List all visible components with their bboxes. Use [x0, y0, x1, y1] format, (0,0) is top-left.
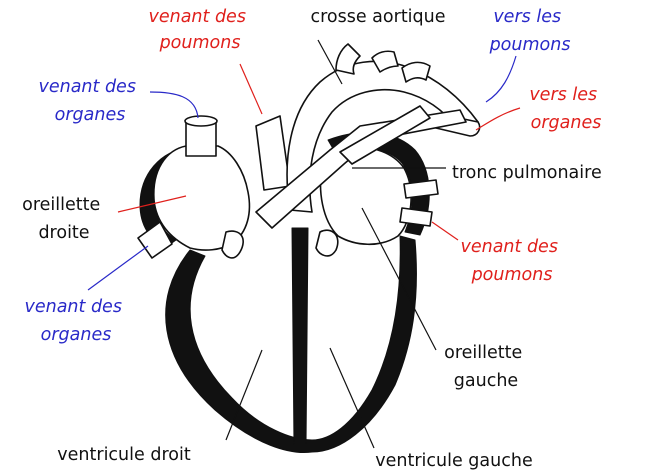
label-vers-organes: vers les organes	[529, 85, 602, 133]
leader-vers-organes	[476, 108, 520, 130]
label-venant-poumons-top-line1: venant des	[148, 7, 245, 27]
leader-venant-organes-bottom	[88, 246, 148, 290]
label-venant-poumons-right-line2: poumons	[471, 265, 553, 285]
label-vers-poumons-line2: poumons	[489, 35, 571, 55]
label-venant-organes-top-line1: venant des	[38, 77, 135, 97]
leader-venant-poumons-right	[432, 222, 458, 240]
label-ventricule-gauche: ventricule gauche	[375, 451, 532, 470]
label-venant-poumons-right: venant des poumons	[460, 237, 563, 285]
label-venant-organes-bottom: venant des organes	[24, 297, 127, 345]
tricuspid-valve	[222, 231, 243, 258]
mitral-valve	[316, 230, 338, 256]
leader-venant-organes-top	[150, 92, 198, 118]
septum	[292, 228, 308, 445]
label-oreillette-gauche-line2: gauche	[454, 371, 518, 391]
leader-vers-poumons	[486, 56, 516, 102]
labels: venant des poumons crosse aortique vers …	[22, 7, 603, 470]
label-oreillette-droite: oreillette droite	[22, 195, 106, 243]
label-vers-poumons: vers les poumons	[489, 7, 571, 55]
label-vers-organes-line2: organes	[531, 113, 602, 133]
label-ventricule-droit: ventricule droit	[57, 445, 191, 465]
label-venant-organes-bottom-line1: venant des	[24, 297, 121, 317]
leader-venant-poumons-top	[240, 64, 262, 114]
label-oreillette-droite-line2: droite	[38, 223, 89, 243]
label-oreillette-gauche: oreillette gauche	[444, 343, 528, 391]
pulmonary-vein-lower	[400, 208, 432, 226]
label-vers-poumons-line1: vers les	[493, 7, 561, 27]
label-tronc-pulmonaire: tronc pulmonaire	[452, 163, 602, 183]
label-oreillette-gauche-line1: oreillette	[444, 343, 522, 363]
heart-drawing	[138, 44, 480, 453]
label-venant-poumons-right-line1: venant des	[460, 237, 557, 257]
ventricle-outer-wall	[166, 236, 417, 453]
superior-vena-cava	[186, 122, 216, 156]
pulmonary-vein-upper	[404, 180, 438, 198]
label-venant-poumons-top-line2: poumons	[159, 33, 241, 53]
label-vers-organes-line1: vers les	[529, 85, 597, 105]
label-venant-organes-top-line2: organes	[55, 105, 126, 125]
label-venant-organes-top: venant des organes	[38, 77, 141, 125]
label-venant-organes-bottom-line2: organes	[41, 325, 112, 345]
label-oreillette-droite-line1: oreillette	[22, 195, 100, 215]
pulmonary-vein-top	[256, 116, 290, 190]
label-crosse-aortique: crosse aortique	[310, 7, 445, 27]
label-venant-poumons-top: venant des poumons	[148, 7, 251, 53]
superior-vena-cava-opening	[185, 116, 217, 126]
